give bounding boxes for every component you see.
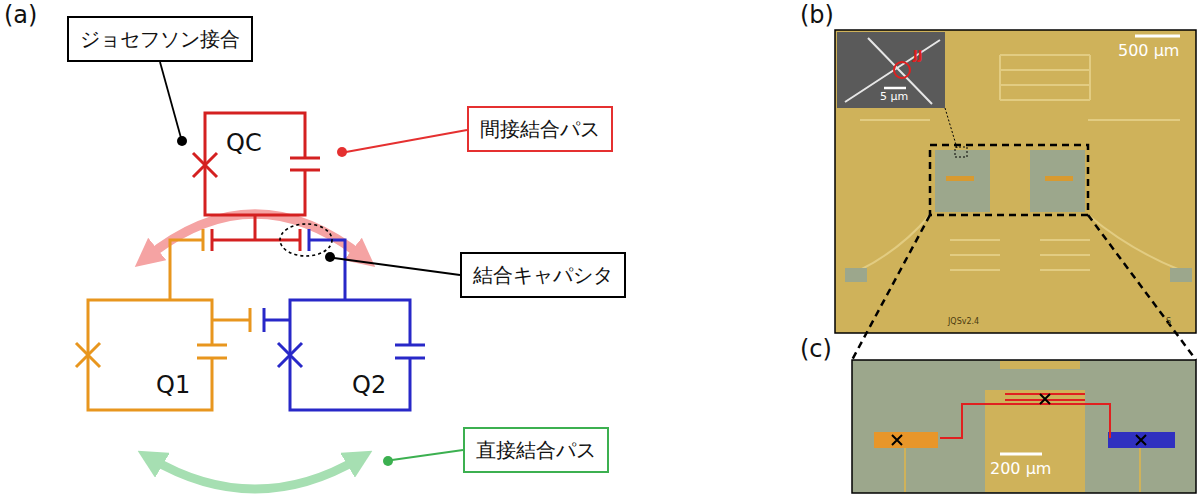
callout-box: 直接結合パス (463, 427, 609, 473)
chip-photo (930, 145, 1088, 215)
callout-box: 結合キャパシタ (460, 252, 626, 298)
leader-lines (160, 62, 181, 138)
chip-zoom (1000, 361, 1080, 369)
chip-zoom (985, 390, 1085, 492)
scale-label: 500 µm (1118, 42, 1179, 60)
qubit2-circuit (264, 229, 425, 410)
callout-box: ジョセフソン接合 (67, 16, 253, 62)
chip-photo (1088, 215, 1196, 360)
coupler-circuit (193, 113, 320, 251)
coupler-circuit (290, 158, 320, 170)
chip-photo (884, 87, 906, 90)
leader-lines (346, 130, 467, 152)
capacitor-highlight (280, 224, 332, 256)
qubit2-circuit (395, 345, 425, 358)
panel-label: (c) (800, 336, 832, 362)
chip-photo (1170, 268, 1192, 282)
qubit1-circuit (170, 229, 203, 300)
chip-photo (946, 176, 974, 181)
qubit2-circuit (278, 343, 302, 367)
chip-photo (1135, 35, 1180, 38)
callout-text: ジョセフソン接合 (80, 28, 240, 50)
coupler-circuit (212, 215, 300, 251)
chip-photo (935, 150, 1085, 212)
direct-path-arrow (150, 458, 360, 489)
direct-path-arrow (150, 458, 360, 489)
chip-photo (990, 150, 1030, 212)
panel-label: (b) (800, 2, 834, 28)
chip-photo (835, 30, 1196, 360)
indirect-path-arrow (146, 214, 364, 258)
chip-zoom (874, 432, 938, 448)
chip-photo (1000, 55, 1090, 100)
callout-text: 結合キャパシタ (473, 264, 613, 286)
qubit-label: Q1 (156, 372, 190, 398)
coupler-circuit (205, 113, 305, 215)
qubit1-circuit (212, 308, 250, 332)
qubit1-circuit (76, 229, 250, 410)
chip-zoom (1000, 453, 1042, 456)
chip-zoom (940, 404, 1110, 438)
leader-lines (177, 136, 187, 146)
leader-lines (160, 62, 467, 466)
callout-box: 間接結合パス (467, 106, 613, 152)
chip-photo (955, 147, 967, 157)
callout-text: 間接結合パス (480, 118, 600, 140)
chip-marking: S (1166, 318, 1171, 327)
qubit1-circuit (197, 345, 227, 358)
chip-marking: JQSv2.4 (948, 318, 979, 327)
chip-photo (845, 38, 940, 104)
chip-photo (845, 268, 867, 282)
coupler-circuit (193, 153, 217, 177)
scale-label: 5 µm (880, 91, 908, 103)
scale-label: 200 µm (990, 460, 1051, 478)
qubit1-circuit (76, 343, 100, 367)
leader-lines (325, 252, 335, 262)
chip-photo (837, 32, 945, 108)
chip-photo (894, 62, 910, 78)
qubit-label: QC (226, 130, 262, 156)
chip-photo (852, 215, 930, 360)
leader-lines (392, 450, 463, 460)
capacitor-highlight (280, 224, 332, 256)
chip-photo (945, 108, 957, 148)
leader-lines (383, 456, 393, 466)
qubit1-circuit (88, 300, 212, 410)
chip-zoom (892, 394, 1146, 445)
panel-label: (a) (4, 2, 37, 28)
chip-zoom (852, 360, 1196, 493)
junction-label: JJ (913, 48, 923, 62)
qubit2-circuit (290, 300, 410, 410)
qubit2-circuit (264, 308, 290, 332)
qubit-label: Q2 (352, 372, 386, 398)
chip-zoom (905, 448, 1140, 492)
chip-photo (860, 120, 1180, 270)
leader-lines (334, 258, 460, 275)
qubit2-circuit (309, 229, 345, 300)
chip-zoom (852, 360, 1196, 493)
callout-text: 直接結合パス (476, 439, 596, 461)
leader-lines (337, 147, 347, 157)
indirect-path-arrow (146, 214, 364, 258)
chip-photo (1045, 176, 1073, 181)
chip-photo (950, 240, 1090, 270)
